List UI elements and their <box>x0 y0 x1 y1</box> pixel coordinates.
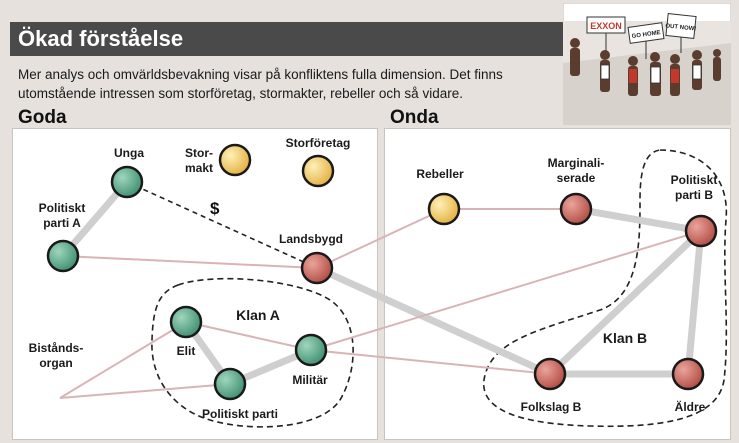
link-elit-militar <box>185 321 312 351</box>
node-politiskt-parti-b <box>684 214 718 248</box>
label-klan-a: Klan A <box>236 307 280 323</box>
label-marginaliserade-line2: serade <box>557 171 596 185</box>
label-bistandsorgan-line1: Bistånds- <box>29 341 84 355</box>
link-partib-folkslagb <box>546 227 705 378</box>
sign-exxon: EXXON <box>590 21 622 31</box>
node-unga <box>110 165 144 199</box>
link-bistandsorgan-elit <box>59 321 187 399</box>
link-landsbygd-folkslagb <box>313 264 554 378</box>
node-folkslag-b <box>533 357 567 391</box>
label-marginaliserade-line1: Marginali- <box>548 156 605 170</box>
link-marginaliserade-partib <box>572 205 705 235</box>
label-stormakt-line1: Stor- <box>185 146 213 160</box>
link-bistandsorgan-politisktparti <box>59 383 231 399</box>
node-politiskt-parti <box>213 367 247 401</box>
money-symbol: $ <box>210 199 220 218</box>
label-politiskt-parti-b-line1: Politiskt <box>671 173 718 187</box>
node-landsbygd <box>300 251 334 285</box>
intro-line-1: Mer analys och omvärldsbevakning visar p… <box>18 67 503 82</box>
link-partia-landsbygd <box>62 255 318 269</box>
label-politiskt-parti-a-line2: parti A <box>43 216 81 230</box>
label-politiskt-parti-b-line2: parti B <box>675 188 713 202</box>
clan-a-outline <box>151 277 354 428</box>
intro-text: Mer analys och omvärldsbevakning visar p… <box>18 65 558 103</box>
label-storforetag: Storföretag <box>286 136 351 150</box>
node-politiskt-parti-a <box>46 239 80 273</box>
link-militar-folkslagb <box>310 349 551 375</box>
label-klan-b: Klan B <box>603 330 647 346</box>
intro-line-2: utomstående intressen som storföretag, s… <box>18 86 463 101</box>
label-rebeller: Rebeller <box>416 167 464 181</box>
section-label-good: Goda <box>18 107 67 128</box>
label-politiskt-parti: Politiskt parti <box>202 407 278 421</box>
label-unga: Unga <box>114 146 144 160</box>
node-stormakt <box>218 143 252 177</box>
label-aldre: Äldre <box>675 399 706 414</box>
node-aldre <box>671 357 705 391</box>
link-unga-landsbygd-dashed <box>126 181 318 269</box>
label-folkslag-b: Folkslag B <box>521 400 582 414</box>
node-rebeller <box>427 192 461 226</box>
link-partib-aldre <box>684 227 705 378</box>
node-storforetag <box>301 154 335 188</box>
label-stormakt-line2: makt <box>185 161 213 175</box>
link-militar-partib <box>310 230 702 351</box>
link-landsbygd-rebeller <box>316 208 445 269</box>
page-title: Ökad förståelse <box>18 26 184 51</box>
label-landsbygd: Landsbygd <box>279 232 343 246</box>
node-marginaliserade <box>559 192 593 226</box>
node-militar <box>294 333 328 367</box>
header-bar <box>10 22 565 56</box>
label-bistandsorgan-line2: organ <box>39 356 72 370</box>
clan-b-outline <box>483 149 728 428</box>
protest-illustration: EXXON GO HOME OUT NOW! <box>563 3 731 125</box>
sign-out-now: OUT NOW! <box>665 23 696 32</box>
section-label-bad: Onda <box>390 107 439 128</box>
label-militar: Militär <box>292 373 328 387</box>
label-politiskt-parti-a-line1: Politiskt <box>39 201 86 215</box>
link-partia-unga <box>59 178 131 260</box>
node-elit <box>169 305 203 339</box>
label-elit: Elit <box>177 344 196 358</box>
sign-go-home: GO HOME <box>631 30 661 40</box>
